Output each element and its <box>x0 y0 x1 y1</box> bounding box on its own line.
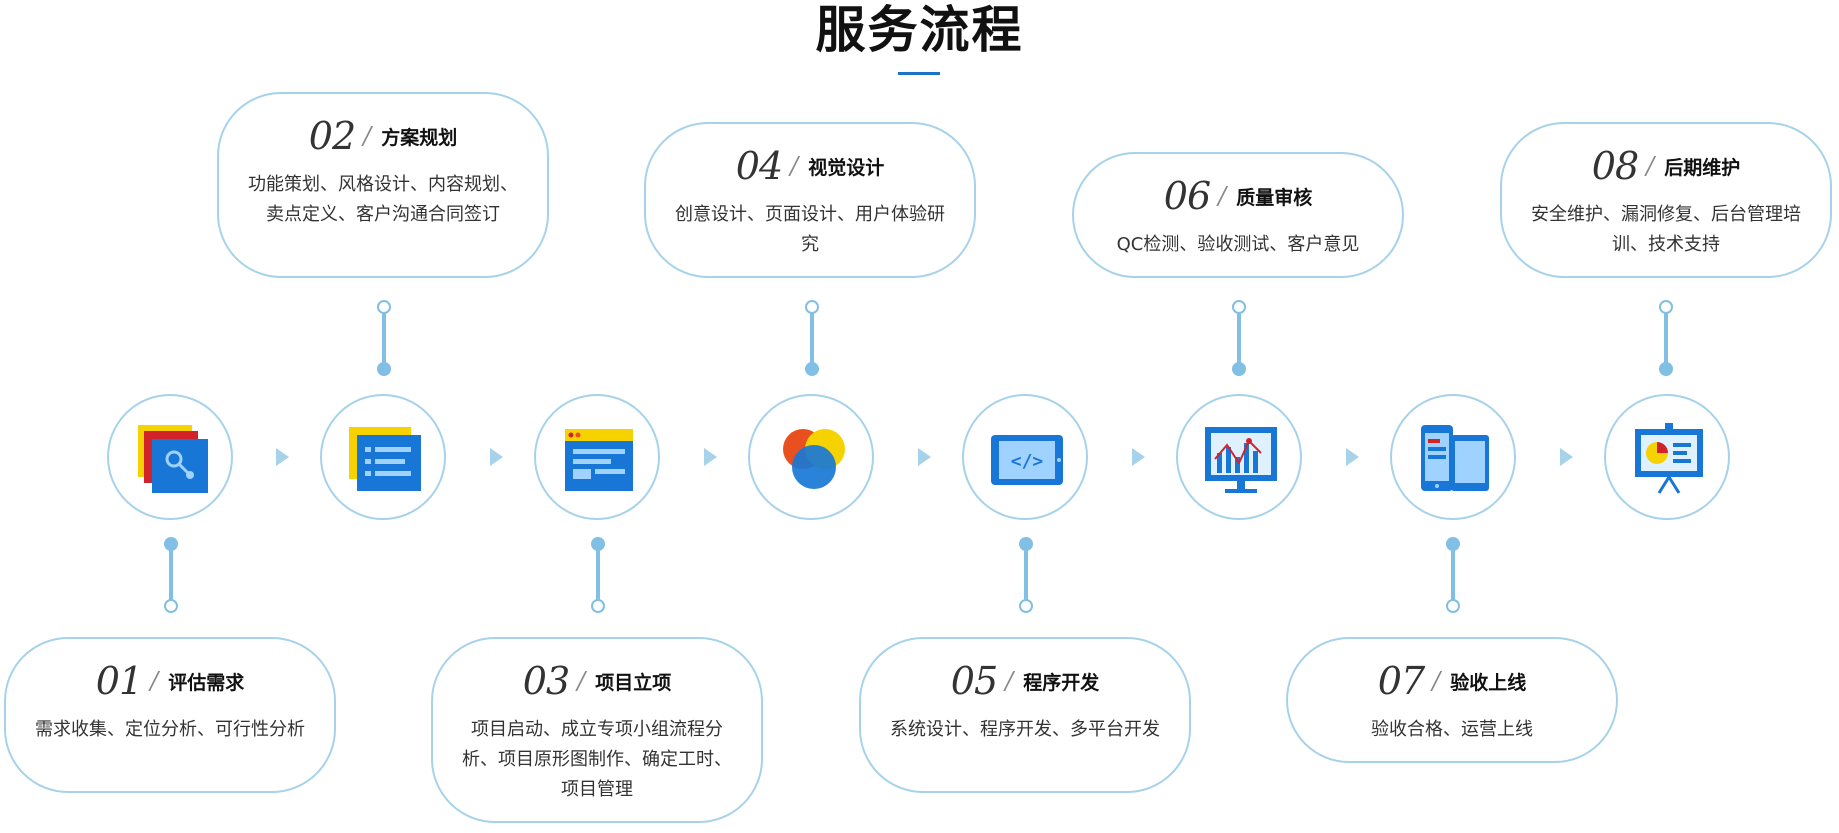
step-number: 05 <box>950 659 998 703</box>
code-tablet-icon: </> <box>991 435 1063 485</box>
step-number: 02 <box>308 114 356 158</box>
connector-05 <box>1019 537 1033 613</box>
step-card-07: 07 / 验收上线 验收合格、运营上线 <box>1286 637 1618 763</box>
step-description: QC检测、验收测试、客户意见 <box>1116 234 1360 255</box>
document-list-icon <box>349 427 421 491</box>
connector-06 <box>1232 300 1246 376</box>
browser-window-icon <box>565 429 633 491</box>
connector-07 <box>1446 537 1460 613</box>
slash-divider: / <box>577 667 586 695</box>
step-description: 需求收集、定位分析、可行性分析 <box>35 719 305 740</box>
layers-search-icon <box>138 425 208 493</box>
step-card-08: 08 / 后期维护 安全维护、漏洞修复、后台管理培训、技术支持 <box>1500 122 1832 278</box>
step-number: 06 <box>1163 174 1211 218</box>
step-description: 创意设计、页面设计、用户体验研究 <box>675 204 945 255</box>
page-title: 服务流程 <box>815 1 1024 59</box>
step-description: 系统设计、程序开发、多平台开发 <box>890 719 1160 740</box>
step-description: 项目启动、成立专项小组流程分析、项目原形图制作、确定工时、项目管理 <box>462 719 732 800</box>
slash-divider: / <box>1218 182 1227 210</box>
step-icon-01 <box>107 394 233 520</box>
step-card-02: 02 / 方案规划 功能策划、风格设计、内容规划、卖点定义、客户沟通合同签订 <box>217 92 549 278</box>
arrow-right-icon <box>490 448 503 466</box>
arrow-right-icon <box>1346 448 1359 466</box>
step-name: 项目立项 <box>595 671 672 694</box>
slash-divider: / <box>1005 667 1014 695</box>
connector-08 <box>1659 300 1673 376</box>
arrow-right-icon <box>704 448 717 466</box>
step-icon-04 <box>748 394 874 520</box>
step-number: 03 <box>522 659 570 703</box>
step-name: 评估需求 <box>168 671 245 694</box>
arrow-right-icon <box>276 448 289 466</box>
slash-divider: / <box>150 667 159 695</box>
arrow-right-icon <box>1560 448 1573 466</box>
step-icon-06 <box>1176 394 1302 520</box>
step-name: 验收上线 <box>1450 671 1527 694</box>
step-description: 安全维护、漏洞修复、后台管理培训、技术支持 <box>1531 204 1801 255</box>
svg-text:</>: </> <box>1011 451 1044 472</box>
step-number: 04 <box>735 144 783 188</box>
connector-02 <box>377 300 391 376</box>
step-name: 程序开发 <box>1023 671 1100 694</box>
step-card-06: 06 / 质量审核 QC检测、验收测试、客户意见 <box>1072 152 1404 278</box>
slash-divider: / <box>790 152 799 180</box>
step-name: 质量审核 <box>1236 186 1313 209</box>
monitor-chart-icon <box>1205 427 1277 493</box>
step-name: 后期维护 <box>1664 156 1741 179</box>
title-underline <box>898 72 940 75</box>
step-number: 01 <box>95 659 143 703</box>
step-icon-05: </> <box>962 394 1088 520</box>
step-name: 方案规划 <box>381 126 458 149</box>
slash-divider: / <box>1646 152 1655 180</box>
arrow-right-icon <box>1132 448 1145 466</box>
step-icon-08 <box>1604 394 1730 520</box>
step-card-01: 01 / 评估需求 需求收集、定位分析、可行性分析 <box>4 637 336 793</box>
step-icon-02 <box>320 394 446 520</box>
connector-04 <box>805 300 819 376</box>
step-icon-03 <box>534 394 660 520</box>
step-number: 07 <box>1377 659 1425 703</box>
step-card-05: 05 / 程序开发 系统设计、程序开发、多平台开发 <box>859 637 1191 793</box>
step-icon-07 <box>1390 394 1516 520</box>
connector-01 <box>164 537 178 613</box>
step-number: 08 <box>1591 144 1639 188</box>
arrow-right-icon <box>918 448 931 466</box>
presentation-board-icon <box>1635 423 1703 494</box>
slash-divider: / <box>1432 667 1441 695</box>
slash-divider: / <box>363 122 372 150</box>
step-description: 验收合格、运营上线 <box>1371 719 1533 740</box>
step-card-03: 03 / 项目立项 项目启动、成立专项小组流程分析、项目原形图制作、确定工时、项… <box>431 637 763 823</box>
step-card-04: 04 / 视觉设计 创意设计、页面设计、用户体验研究 <box>644 122 976 278</box>
step-name: 视觉设计 <box>808 156 885 179</box>
mobile-devices-icon <box>1421 425 1489 491</box>
connector-03 <box>591 537 605 613</box>
step-description: 功能策划、风格设计、内容规划、卖点定义、客户沟通合同签订 <box>248 174 518 225</box>
color-circles-icon <box>783 429 845 489</box>
